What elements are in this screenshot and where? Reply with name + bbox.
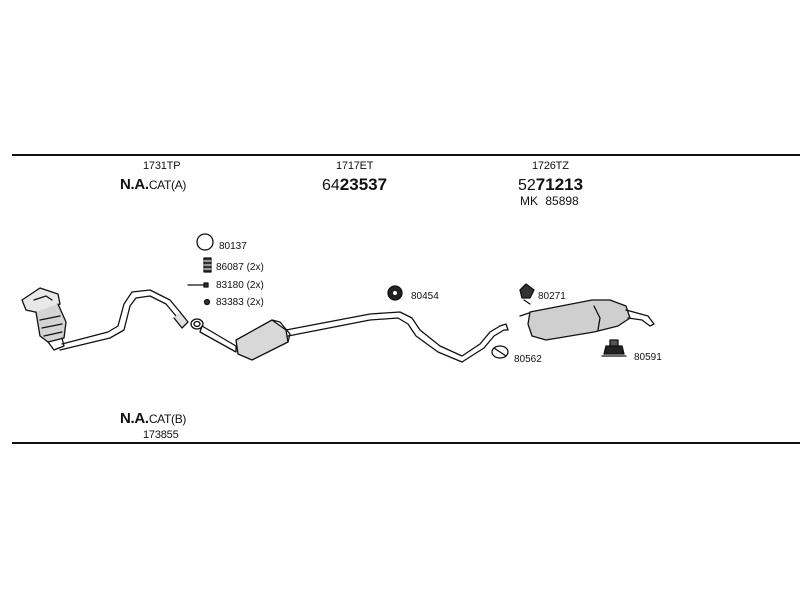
variant-suffix: CAT(A)	[148, 178, 187, 192]
fitting-label-clamp: 80562	[514, 354, 542, 365]
alt-variant-label: N.A.CAT(B)	[120, 411, 186, 426]
fitting-label-mount: 80454	[411, 291, 439, 302]
clamp-icon	[491, 345, 509, 359]
part-number-main: 71213	[535, 175, 584, 194]
part-number-prefix: 52	[518, 177, 536, 194]
fitting-label-nut: 83383 (2x)	[216, 297, 264, 308]
hanger-icon	[519, 283, 535, 305]
part-number-prefix: 64	[322, 177, 340, 194]
fitting-label-hanger: 80271	[538, 291, 566, 302]
bolt-icon	[187, 282, 209, 288]
part-number-main: 23537	[339, 175, 388, 194]
rear-silencer-icon	[519, 299, 655, 341]
mk-number: 85898	[545, 194, 579, 208]
variant-suffix: CAT(B)	[148, 412, 187, 426]
bottom-divider	[12, 442, 800, 444]
front-pipe-code: 1731TP	[143, 160, 181, 172]
fitting-label-spring: 86087 (2x)	[216, 262, 264, 273]
front-variant-label: N.A.CAT(A)	[120, 177, 186, 192]
middle-silencer-icon	[199, 311, 509, 363]
catalytic-converter-icon	[21, 287, 67, 351]
fitting-label-bolt: 83180 (2x)	[216, 280, 264, 291]
spring-icon	[203, 257, 212, 273]
variant-prefix: N.A.	[120, 176, 149, 193]
rear-part-number: 5271213	[518, 176, 583, 194]
rear-silencer-code: 1726TZ	[532, 160, 569, 172]
middle-part-number: 6423537	[322, 176, 387, 194]
middle-silencer-code: 1717ET	[336, 160, 374, 172]
bracket-icon	[601, 339, 627, 357]
variant-prefix: N.A.	[120, 410, 149, 427]
front-pipe-icon	[59, 289, 189, 351]
fitting-label-bracket: 80591	[634, 352, 662, 363]
flange-gasket-icon	[190, 318, 204, 330]
mount-kit-label: MK 85898	[520, 195, 579, 207]
mk-label: MK	[520, 194, 538, 208]
rubber-mount-icon	[387, 285, 403, 301]
ring-gasket-icon	[196, 233, 214, 251]
nut-icon	[203, 298, 211, 306]
top-divider	[12, 154, 800, 156]
fitting-label-ring: 80137	[219, 241, 247, 252]
alt-variant-code: 173855	[143, 429, 179, 441]
